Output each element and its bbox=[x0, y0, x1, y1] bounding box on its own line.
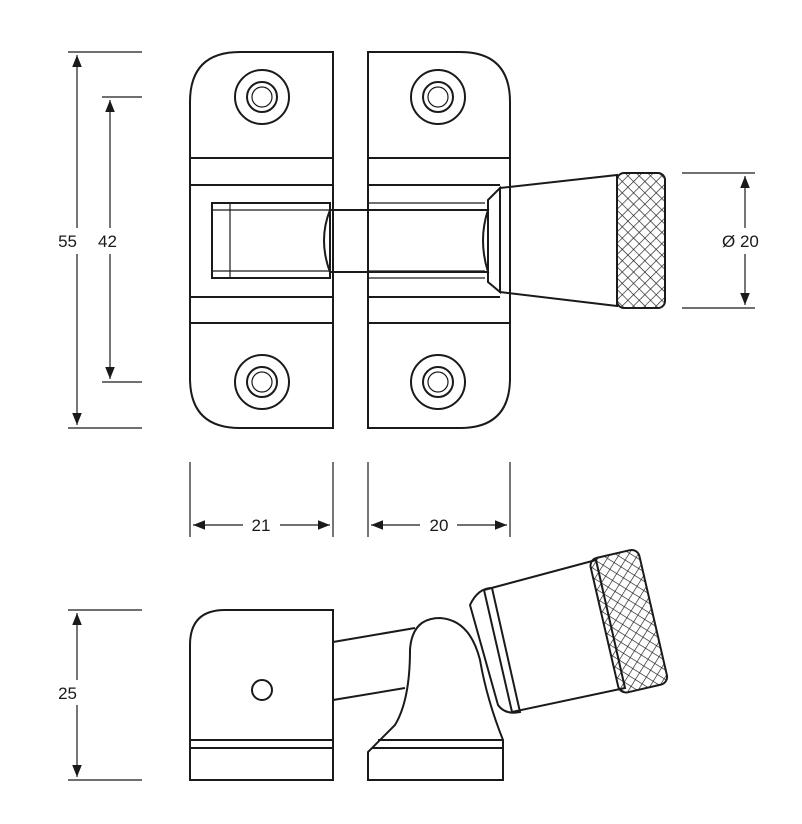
dimension-label: 20 bbox=[430, 516, 449, 535]
left-plate bbox=[189, 51, 334, 429]
knob-cone bbox=[499, 173, 618, 308]
dimension-55: 55 bbox=[58, 51, 142, 429]
screw-hole-icon bbox=[410, 354, 466, 410]
dimension-20: 20 bbox=[367, 462, 511, 537]
dimension-label: 25 bbox=[58, 684, 77, 703]
side-view bbox=[189, 548, 669, 781]
right-block bbox=[367, 616, 504, 781]
dimension-label: 42 bbox=[98, 232, 117, 251]
knob-collar-side bbox=[468, 586, 522, 714]
dimension-25: 25 bbox=[58, 609, 142, 781]
pin-hole-icon bbox=[251, 679, 273, 701]
bolt-channel bbox=[211, 202, 485, 279]
dimension-label: 21 bbox=[252, 516, 271, 535]
screw-hole-icon bbox=[234, 354, 290, 410]
right-plate bbox=[367, 51, 511, 429]
dimension-diameter-20: Ø 20 bbox=[682, 172, 759, 309]
dimension-21: 21 bbox=[189, 462, 334, 537]
dimension-label: 55 bbox=[58, 232, 77, 251]
plate-bands bbox=[190, 157, 510, 324]
knurled-grip-side bbox=[589, 548, 669, 694]
dimension-label: Ø 20 bbox=[722, 232, 759, 251]
screw-hole-icon bbox=[234, 69, 290, 125]
bolt-rod-side bbox=[332, 627, 416, 701]
knob-collar bbox=[487, 185, 501, 295]
bolt-rod bbox=[323, 209, 490, 273]
screw-holes bbox=[234, 69, 466, 410]
front-view bbox=[189, 51, 666, 429]
knurled-grip bbox=[616, 172, 666, 309]
screw-hole-icon bbox=[410, 69, 466, 125]
dimension-42: 42 bbox=[98, 96, 142, 383]
left-block bbox=[189, 609, 334, 781]
